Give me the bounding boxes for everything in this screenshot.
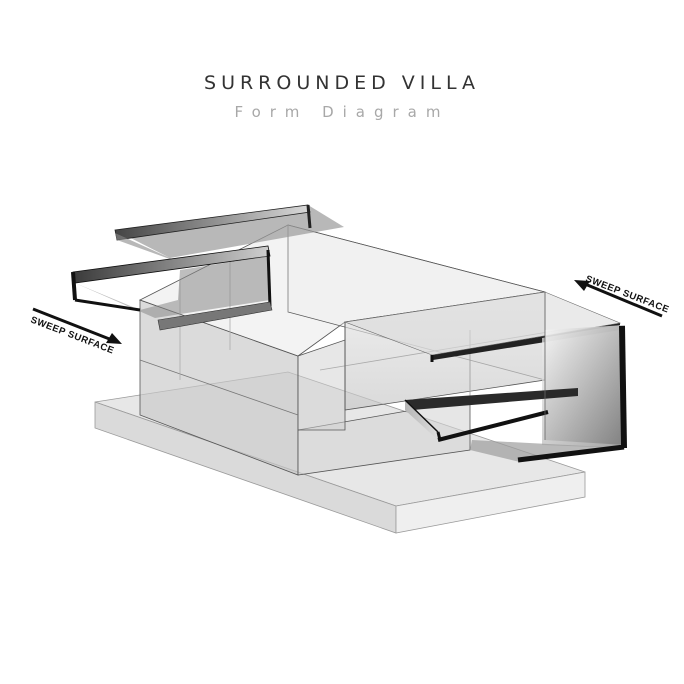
sweep-right: [343, 291, 627, 463]
arrow-right: [574, 280, 663, 318]
sweep-label-right: SWEEP SURFACE: [584, 274, 671, 316]
page-subtitle: Form Diagram: [234, 103, 450, 121]
sweep-upper-left: [71, 204, 344, 331]
page-title: SURROUNDED VILLA: [204, 72, 480, 94]
arrow-left: [32, 307, 122, 344]
